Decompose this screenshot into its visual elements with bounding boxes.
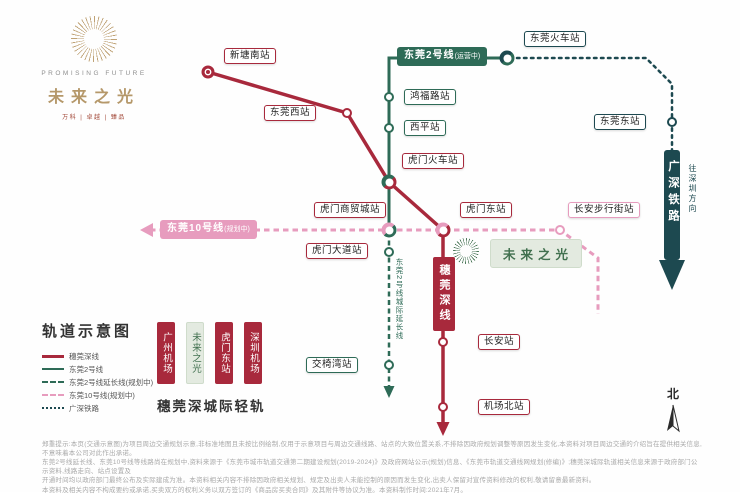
station-label-humendong: 虎门东站 <box>460 202 513 218</box>
legend-title: 轨道示意图 <box>42 323 133 340</box>
suiguanshen-south-arrow <box>436 422 450 436</box>
legend-row-line2-extension: 东莞2号线延长线(规划中) <box>42 376 153 388</box>
legend-swatch-line2 <box>42 368 64 370</box>
interchange-dot-humendong <box>435 222 451 238</box>
legend-label-line2: 东莞2号线 <box>69 364 104 374</box>
station-dot-dongguanxi <box>342 108 352 118</box>
suiguanshen-name-box: 穗莞深线 <box>433 257 455 331</box>
line2-extension-name: 东莞2号线城际延长线 <box>394 258 405 340</box>
logo-title: 未来之光 <box>47 89 140 106</box>
legend: 轨道示意图 穗莞深线 东莞2号线 东莞2号线延长线(规划中) 东莞10号线(规划… <box>42 320 153 415</box>
banner-project: 未来之光 <box>186 322 204 384</box>
station-label-changan: 长安站 <box>478 334 521 350</box>
legend-row-guangshen-railway: 广深铁路 <box>42 402 153 414</box>
guangshen-railway-direction: 往深圳方向 <box>688 164 697 214</box>
line2-status: (运营中) <box>454 53 481 60</box>
guangshen-railway-band <box>664 150 680 260</box>
interchange-dot-dongguan-railway <box>499 50 515 66</box>
station-dot-jiaoyiwan <box>384 360 394 370</box>
sunburst-logo-icon <box>71 16 117 62</box>
banner-shenzhen-airport: 深圳机场 <box>244 322 262 384</box>
guangshen-railway-dotted-line <box>508 56 674 154</box>
line10-name-pill: 东莞10号线(规划中) <box>160 220 257 239</box>
legend-row-suiguanshen: 穗莞深线 <box>42 350 153 362</box>
station-dot-hongfulu <box>384 92 394 102</box>
intercity-mini-diagram: 广州机场 未来之光 虎门东站 深圳机场 穗莞深城际轻轨 <box>157 322 266 415</box>
station-label-humen-railway: 虎门火车站 <box>402 153 465 169</box>
guangshen-railway-arrow <box>659 260 685 290</box>
interchange-dot-humen-railway <box>381 174 397 190</box>
legend-swatch-line2-extension <box>42 381 64 383</box>
station-label-humen-shangmaocheng: 虎门商贸城站 <box>314 202 387 218</box>
intercity-caption: 穗莞深城际轻轨 <box>157 399 266 414</box>
station-label-xintangnan: 新塘南站 <box>224 48 277 64</box>
line2-extension-name-text: 东莞2号线城际延长线 <box>395 258 404 340</box>
disclaimer-line-2: 东莞2号线延长线、东莞10号线等线路尚在规划中,资料来源于《东莞市城市轨道交通第… <box>42 459 698 475</box>
north-label: 北 <box>666 387 679 401</box>
station-label-hongfulu: 鸿福路站 <box>404 89 457 105</box>
disclaimer: 郑重提示:本页(交通示意图)为项目周边交通规划示意,非标准地图且未按比例绘制,仅… <box>42 441 702 496</box>
legend-row-line10: 东莞10号线(规划中) <box>42 389 153 401</box>
station-label-humendadao: 虎门大道站 <box>306 243 369 259</box>
legend-swatch-suiguanshen <box>42 354 64 358</box>
station-label-jichangbei: 机场北站 <box>478 399 531 415</box>
logo-subtitle: PROMISING FUTURE <box>41 70 147 77</box>
line10-name: 东莞10号线 <box>167 223 225 234</box>
banner-guangzhou-airport: 广州机场 <box>157 322 175 384</box>
project-starburst-icon <box>453 238 479 264</box>
legend-row-line2: 东莞2号线 <box>42 363 153 375</box>
brand-logo: PROMISING FUTURE 未来之光 万科 | 卓越 | 臻品 <box>38 16 150 121</box>
legend-label-line2-extension: 东莞2号线延长线(规划中) <box>69 377 154 387</box>
line10-dashed-line <box>150 228 600 314</box>
north-compass: 北 <box>660 385 686 439</box>
north-needle-icon <box>667 404 680 433</box>
line10-status: (规划中) <box>224 226 250 233</box>
station-dot-changan <box>438 337 448 347</box>
station-label-changanbuxingjie: 长安步行街站 <box>568 202 641 218</box>
station-label-xiping: 西平站 <box>404 120 447 136</box>
disclaimer-line-1: 郑重提示:本页(交通示意图)为项目周边交通规划示意,非标准地图且未按比例绘制,仅… <box>42 441 702 457</box>
legend-label-suiguanshen: 穗莞深线 <box>69 351 99 361</box>
station-dot-changanbuxingjie <box>555 225 565 235</box>
station-dot-xiping <box>384 123 394 133</box>
line2-name: 东莞2号线 <box>404 50 455 61</box>
station-label-dongguan-railway: 东莞火车站 <box>524 31 587 47</box>
interchange-dot-humen-shangmaocheng <box>381 222 397 238</box>
station-dot-jichangbei <box>438 402 448 412</box>
station-label-dongguanxi: 东莞西站 <box>264 105 317 121</box>
intercity-banners: 广州机场 未来之光 虎门东站 深圳机场 <box>157 322 266 384</box>
station-dot-xintangnan <box>201 65 215 79</box>
legend-label-guangshen-railway: 广深铁路 <box>69 403 99 413</box>
station-label-jiaoyiwan: 交椅湾站 <box>306 357 359 373</box>
legend-swatch-guangshen-railway <box>42 407 64 409</box>
disclaimer-line-4: 本资料及相关内容不构成要约或承诺,买卖双方的权利义务以双方签订的《商品房买卖合同… <box>42 486 468 494</box>
legend-swatch-line10 <box>42 394 64 396</box>
line2-extension-arrow <box>383 386 395 398</box>
project-name-box: 未来之光 <box>490 239 583 268</box>
guangshen-railway-name: 广深铁路 <box>667 160 679 226</box>
logo-tagline: 万科 | 卓越 | 臻品 <box>62 115 126 121</box>
disclaimer-line-3: 开通时间均以政府部门最终公布及实际建成为准。本资料相关内容不排除因政府相关规划、… <box>42 477 596 484</box>
line10-west-arrow <box>140 223 153 237</box>
line2-name-pill: 东莞2号线(运营中) <box>397 47 488 66</box>
station-label-dongguandong: 东莞东站 <box>594 114 647 130</box>
banner-humendong: 虎门东站 <box>215 322 233 384</box>
station-dot-dongguandong <box>667 117 677 127</box>
legend-label-line10: 东莞10号线(规划中) <box>69 390 135 400</box>
station-dot-humendadao <box>384 247 394 257</box>
